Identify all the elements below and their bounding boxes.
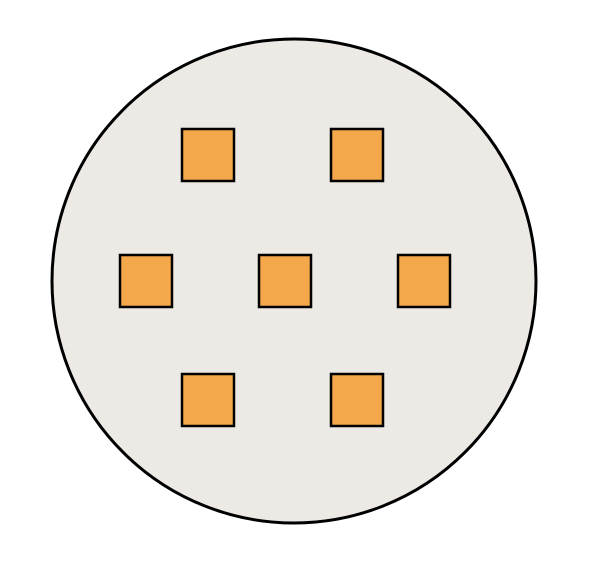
square-group [118, 127, 452, 428]
orange-square-5 [396, 253, 452, 309]
orange-square-1 [180, 127, 236, 183]
orange-square-6 [180, 372, 236, 428]
orange-square-2 [329, 127, 385, 183]
orange-square-7 [329, 372, 385, 428]
orange-square-4 [257, 253, 313, 309]
orange-square-3 [118, 253, 174, 309]
